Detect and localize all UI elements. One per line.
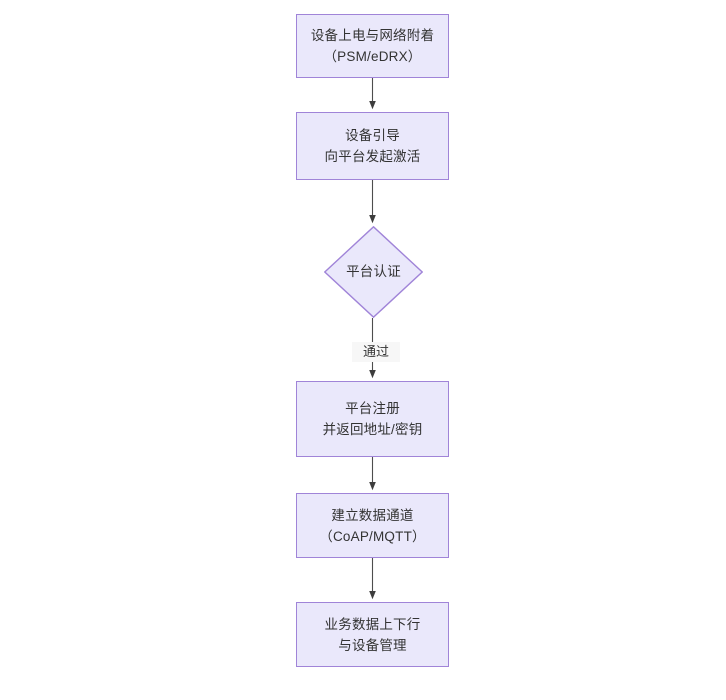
flow-node-line: 平台注册: [345, 401, 400, 416]
flow-node-line: 建立数据通道: [331, 507, 414, 523]
flow-node-device-power-on[interactable]: 设备上电与网络附着 （PSM/eDRX）: [296, 14, 449, 78]
flow-node-line: 向平台发起激活: [324, 149, 421, 164]
flow-node-line: （CoAP/MQTT）: [319, 528, 426, 544]
flow-node-platform-auth-decision[interactable]: 平台认证: [324, 226, 423, 318]
diamond-shape: [324, 226, 423, 318]
flow-node-data-channel[interactable]: 建立数据通道 （CoAP/MQTT）: [296, 493, 449, 558]
flow-node-line: 平台认证: [346, 264, 401, 279]
flow-node-label: 平台认证: [324, 226, 423, 318]
flow-node-line: 与设备管理: [338, 637, 407, 653]
flow-node-line: 并返回地址/密钥: [322, 422, 423, 437]
flow-node-platform-register[interactable]: 平台注册 并返回地址/密钥: [296, 381, 449, 457]
flow-node-line: 业务数据上下行: [324, 616, 421, 632]
flow-node-business-data-and-device-management[interactable]: 业务数据上下行 与设备管理: [296, 602, 449, 667]
flow-node-device-bootstrap[interactable]: 设备引导 向平台发起激活: [296, 112, 449, 180]
edge-label-pass: 通过: [352, 342, 400, 362]
flow-node-line: （PSM/eDRX）: [323, 49, 422, 64]
flow-node-line: 设备引导: [345, 128, 400, 143]
flow-node-line: 设备上电与网络附着: [310, 28, 435, 43]
